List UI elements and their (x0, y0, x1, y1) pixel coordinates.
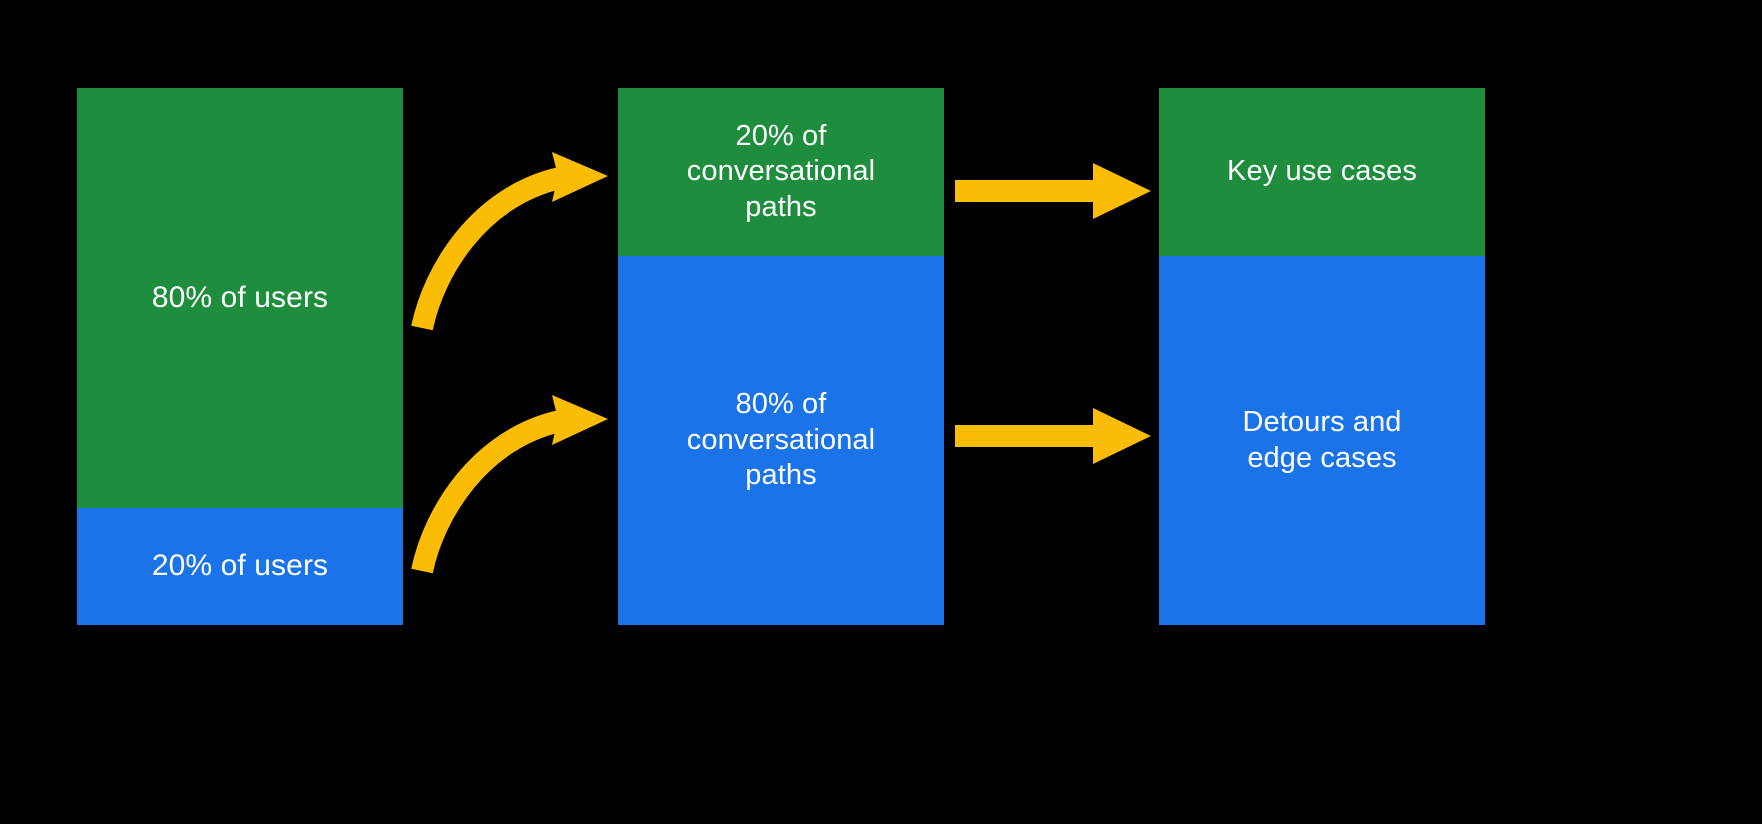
segment-key-use-cases: Key use cases (1159, 88, 1485, 256)
segment-detours-edge-cases: Detours and edge cases (1159, 256, 1485, 625)
segment-label: Key use cases (1227, 155, 1417, 188)
right-arrow-icon (955, 163, 1151, 219)
curved-arrow-shaft (411, 167, 563, 331)
curved-arrow-head (552, 395, 608, 445)
curved-arrow-up-icon (411, 152, 608, 331)
segment-label: Detours and edge cases (1242, 406, 1402, 474)
segment-paths-20: 20% of conversational paths (618, 88, 944, 256)
column-conversational-paths: 20% of conversational paths 80% of conve… (618, 88, 944, 625)
straight-arrow-shaft (955, 425, 1095, 447)
curved-arrow-shaft (411, 410, 563, 574)
segment-label: 80% of users (151, 280, 329, 314)
straight-arrow-head (1093, 163, 1151, 219)
curved-arrow-up-icon (411, 395, 608, 574)
straight-arrow-head (1093, 408, 1151, 464)
segment-label: 20% of conversational paths (686, 119, 876, 223)
right-arrow-icon (955, 408, 1151, 464)
segment-users-20: 20% of users (77, 508, 403, 625)
segment-paths-80: 80% of conversational paths (618, 256, 944, 625)
segment-label: 80% of conversational paths (686, 388, 876, 492)
straight-arrow-shaft (955, 180, 1095, 202)
curved-arrow-head (552, 152, 608, 202)
column-use-cases: Key use cases Detours and edge cases (1159, 88, 1485, 625)
column-users: 80% of users 20% of users (77, 88, 403, 625)
segment-users-80: 80% of users (77, 88, 403, 508)
segment-label: 20% of users (151, 549, 329, 583)
